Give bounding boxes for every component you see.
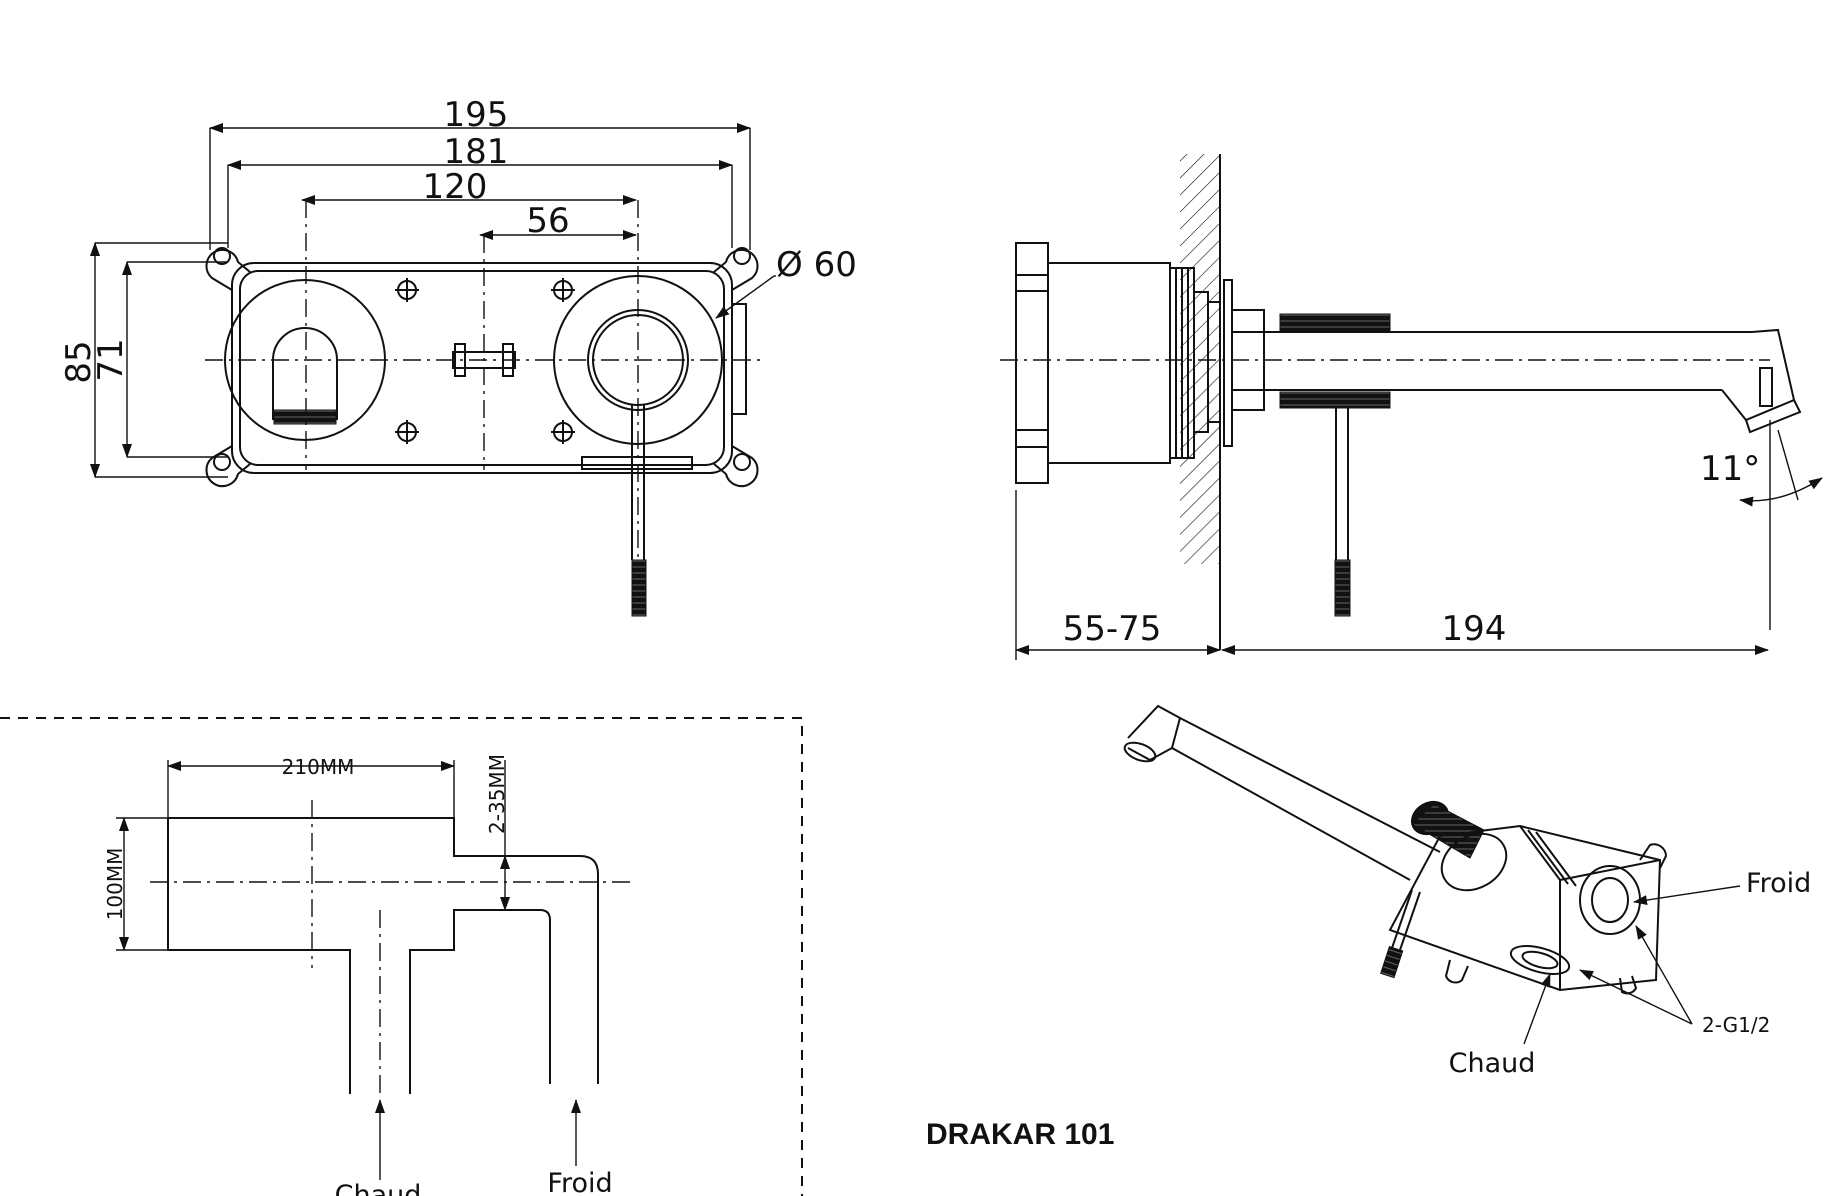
dim-height-inner-label: 71 — [91, 338, 131, 381]
install-plan: 210MM 100MM 2-35MM Chaud Froid — [0, 717, 803, 1196]
dim-plate-width: 181 — [227, 132, 733, 248]
product-title: DRAKAR 101 — [926, 1118, 1114, 1151]
handle-disc — [553, 200, 723, 617]
iso-handle — [1380, 800, 1508, 979]
angle-indicator: 11° — [1700, 420, 1823, 630]
dim-height-label: 100MM — [103, 848, 127, 921]
dim-offset-plan-label: 2-35MM — [485, 754, 509, 834]
dim-spout-length-label: 194 — [1442, 609, 1507, 649]
dim-offset-plan: 2-35MM — [485, 754, 510, 911]
angle-label: 11° — [1700, 449, 1760, 489]
dim-spout-length: 194 — [1221, 609, 1769, 655]
screw-holes — [395, 278, 575, 444]
front-view: 195 181 120 56 85 71 — [59, 95, 857, 617]
dim-height-inner: 71 — [91, 261, 228, 458]
label-cold-iso: Froid — [1746, 868, 1811, 899]
label-thread-iso: 2-G1/2 — [1702, 1013, 1770, 1037]
wall-hatch — [1180, 154, 1220, 564]
dim-wall-depth-label: 55-75 — [1063, 609, 1162, 649]
iso-view: Froid 2-G1/2 Chaud — [1123, 704, 1811, 1079]
dim-offset-label: 56 — [526, 201, 569, 241]
spout — [1232, 313, 1802, 434]
dim-diameter-label: Ø 60 — [776, 245, 857, 285]
label-hot-plan: Chaud — [335, 1180, 422, 1196]
dim-height-outer-label: 85 — [59, 340, 99, 383]
dim-wall-depth: 55-75 — [1015, 490, 1221, 660]
iso-body — [1388, 824, 1668, 995]
dim-height-outer: 85 — [59, 242, 228, 478]
label-hot-iso: Chaud — [1449, 1048, 1536, 1079]
mounting-plate — [205, 247, 759, 488]
dim-overall-width-label: 195 — [444, 95, 509, 135]
dim-width-label: 210MM — [282, 755, 355, 779]
dim-plate-width-label: 181 — [444, 132, 509, 172]
iso-spout — [1123, 704, 1441, 881]
dim-diameter: Ø 60 — [715, 245, 857, 319]
lever — [1334, 408, 1351, 617]
label-cold-plan: Froid — [547, 1168, 612, 1196]
side-view: 11° 55-75 194 — [1000, 154, 1823, 660]
dim-height: 100MM — [103, 817, 168, 951]
dim-centers-label: 120 — [423, 167, 488, 207]
dim-overall-width: 195 — [209, 95, 751, 250]
dim-width: 210MM — [167, 755, 455, 818]
dim-offset: 56 — [479, 201, 637, 241]
dim-centers: 120 — [301, 167, 637, 207]
valve-body — [1015, 242, 1265, 484]
